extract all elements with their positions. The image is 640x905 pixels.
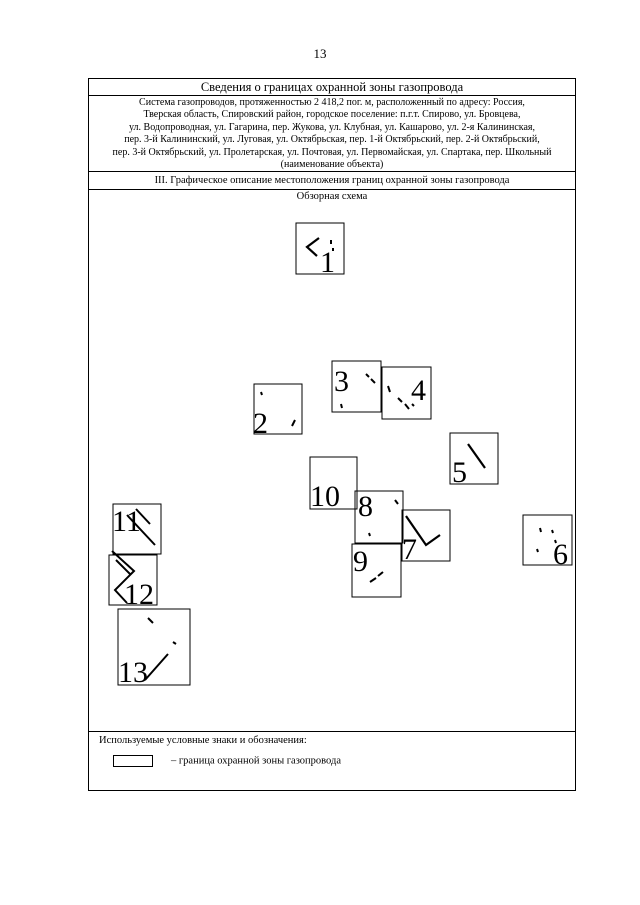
- sheet-label: 12: [124, 578, 154, 611]
- sheet-label: 8: [358, 490, 373, 523]
- sheet-9[interactable]: 9: [351, 543, 402, 598]
- gas-pipeline-segment: [126, 508, 156, 546]
- gas-pipeline-segment: [111, 550, 136, 604]
- sheet-label: 9: [353, 545, 368, 578]
- sheet-frame: [112, 503, 162, 555]
- legend-item-label: – граница охранной зоны газопровода: [171, 755, 342, 767]
- sheet-12[interactable]: 12: [108, 550, 158, 611]
- legend-title: Используемые условные знаки и обозначени…: [99, 735, 307, 746]
- gas-pipeline-segment: [536, 527, 557, 553]
- sheet-4[interactable]: 4: [381, 366, 432, 420]
- sheet-frame: [253, 383, 303, 435]
- object-line: ул. Водопроводная, ул. Гагарина, пер. Жу…: [128, 121, 536, 133]
- sheet-frame: [381, 366, 432, 420]
- gas-pipeline-segment: [260, 391, 296, 427]
- gas-pipeline-segment: [305, 237, 320, 257]
- section-title: III. Графическое описание местоположения…: [89, 173, 575, 190]
- legend-divider: [89, 731, 575, 732]
- sheet-2[interactable]: 2: [253, 383, 303, 440]
- sheet-label: 2: [253, 407, 268, 440]
- sheet-6[interactable]: 6: [522, 514, 573, 571]
- document-title: Сведения о границах охранной зоны газопр…: [89, 79, 575, 96]
- sheet-frame: [295, 222, 345, 275]
- gas-pipeline-segment: [144, 617, 177, 681]
- object-line: Тверская область, Спировский район, горо…: [143, 109, 521, 121]
- object-caption: (наименование объекта): [280, 159, 384, 171]
- sheet-frame: [351, 543, 402, 598]
- sheet-1[interactable]: 1: [295, 222, 345, 279]
- sheet-frame: [522, 514, 573, 566]
- sheet-label: 5: [452, 456, 467, 489]
- gas-pipeline-segment: [340, 373, 376, 409]
- sheet-3[interactable]: 3: [331, 360, 382, 413]
- legend-item: – граница охранной зоны газопровода: [113, 755, 341, 767]
- sheet-frame: [331, 360, 382, 413]
- object-line: Система газопроводов, протяженностью 2 4…: [139, 97, 525, 108]
- object-description: Система газопроводов, протяженностью 2 4…: [89, 96, 575, 172]
- scheme-title: Обзорная схема: [296, 191, 368, 202]
- page-number: 13: [313, 46, 327, 61]
- sheet-5[interactable]: 5: [449, 432, 499, 489]
- sheet-label: 1: [320, 246, 335, 279]
- sheet-label: 4: [411, 374, 426, 407]
- sheet-7[interactable]: 7: [401, 509, 451, 566]
- sheet-11[interactable]: 11: [112, 503, 162, 555]
- gas-pipeline-segment: [369, 571, 384, 583]
- document-frame: Сведения о границах охранной зоны газопр…: [88, 78, 576, 791]
- gas-pipeline-segment: [387, 385, 415, 410]
- zone-boundary-symbol: [113, 755, 153, 767]
- gas-pipeline-segment: [368, 499, 399, 537]
- sheet-8[interactable]: 8: [354, 490, 404, 544]
- sheet-label: 11: [112, 505, 141, 538]
- sheet-label: 6: [553, 538, 568, 571]
- sheet-label: 13: [118, 656, 148, 689]
- sheet-label: 7: [402, 533, 417, 566]
- sheet-10[interactable]: 10: [309, 456, 358, 513]
- gas-pipeline-segment: [467, 443, 486, 469]
- sheet-label: 3: [334, 365, 349, 398]
- sheet-frame: [449, 432, 499, 485]
- gas-pipeline-segment: [330, 240, 334, 251]
- sheet-frame: [309, 456, 358, 510]
- object-line: пер. 3-й Калининский, ул. Луговая, ул. О…: [124, 134, 540, 146]
- sheet-frame: [401, 509, 451, 562]
- sheet-frame: [108, 554, 158, 606]
- gas-pipeline-segment: [405, 515, 441, 547]
- sheet-13[interactable]: 13: [117, 608, 191, 689]
- sheet-frame: [354, 490, 404, 544]
- object-line: пер. 3-й Октябрьский, ул. Пролетарская, …: [112, 146, 552, 158]
- sheet-frame: [117, 608, 191, 686]
- sheet-label: 10: [310, 480, 340, 513]
